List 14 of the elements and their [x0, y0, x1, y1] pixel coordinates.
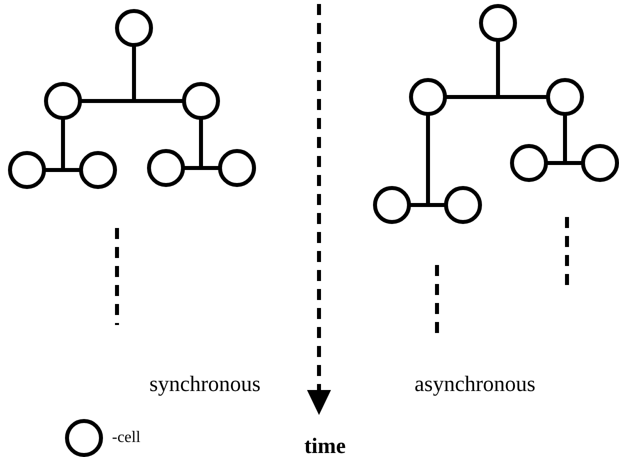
caption-text: asynchronous	[414, 373, 536, 395]
cell-circle	[218, 149, 256, 187]
cell-circle	[8, 151, 46, 189]
cell-circle	[373, 186, 411, 224]
cell-circle	[147, 149, 185, 187]
cell-circle	[444, 186, 482, 224]
cell-circle	[581, 144, 619, 182]
legend-text: -cell	[112, 430, 140, 446]
caption-text: synchronous	[149, 373, 261, 395]
cell-circle	[479, 4, 517, 42]
axis-label: time	[304, 435, 346, 457]
cell-circle	[510, 144, 548, 182]
cell-circle	[79, 151, 117, 189]
cell-circle	[115, 9, 153, 47]
